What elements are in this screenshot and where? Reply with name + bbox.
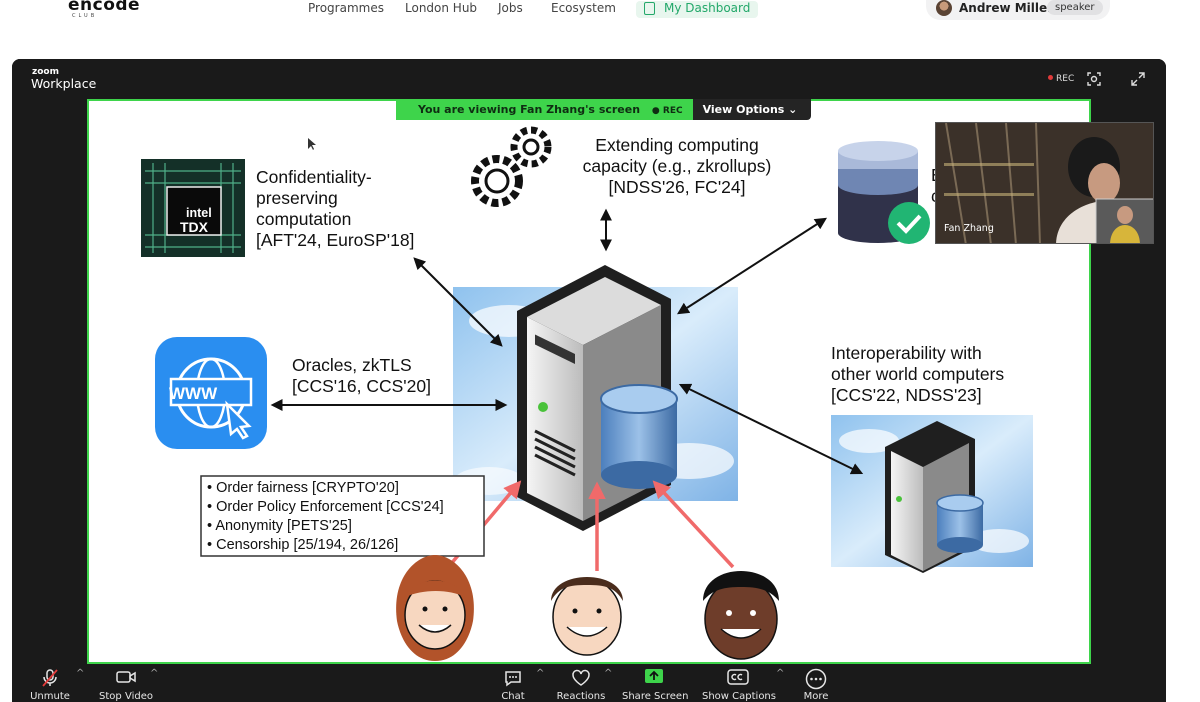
list-item: • Order Policy Enforcement [CCS'24] — [207, 499, 444, 515]
captions-caret-icon[interactable]: ^ — [776, 668, 785, 679]
viewing-label: You are viewing Fan Zhang's screen ● REC — [396, 99, 693, 120]
database-check-icon — [838, 141, 930, 244]
oracles-line-2: [CCS'16, CCS'20] — [292, 376, 431, 396]
share-screen-button[interactable]: Share Screen — [622, 664, 689, 702]
screen-share-banner: You are viewing Fan Zhang's screen ● REC… — [396, 99, 812, 120]
site-logo-sub: CLUB — [72, 13, 98, 19]
chat-button[interactable]: Chat — [496, 664, 530, 702]
interop-server-image — [831, 415, 1033, 573]
fullscreen-icon[interactable] — [1130, 71, 1146, 87]
interop-text: Interoperability with other world comput… — [831, 343, 1004, 406]
avatar — [936, 0, 952, 16]
zoom-header: zoom Workplace REC — [12, 59, 1166, 99]
confidential-text: Confidentiality- preserving computation … — [256, 167, 414, 251]
zoom-logo-bottom: Workplace — [31, 76, 97, 91]
stop-video-button[interactable]: Stop Video — [96, 664, 156, 702]
confidential-line-4: [AFT'24, EuroSP'18] — [256, 230, 415, 250]
site-logo[interactable]: encode — [68, 0, 141, 15]
confidential-line-3: computation — [256, 209, 352, 229]
extending-line-3: [NDSS'26, FC'24] — [608, 177, 746, 197]
audio-options-caret-icon[interactable]: ^ — [76, 668, 85, 679]
confidential-line-2: preserving — [256, 188, 338, 208]
interop-line-2: other world computers — [831, 364, 1005, 384]
intel-tdx-chip-icon — [141, 159, 245, 257]
extending-line-1: Extending computing — [595, 135, 759, 155]
chevron-down-icon: ⌄ — [788, 103, 798, 116]
list-item: • Anonymity [PETS'25] — [207, 518, 352, 534]
interop-line-1: Interoperability with — [831, 343, 982, 363]
user-name: Andrew Miller — [959, 1, 1054, 15]
list-item: • Order fairness [CRYPTO'20] — [207, 480, 399, 496]
tdx-label: TDX — [180, 219, 208, 235]
slide-graphics — [141, 126, 1033, 661]
mic-muted-icon — [42, 669, 58, 687]
zoom-logo-top: zoom — [32, 67, 59, 77]
share-screen-label: Share Screen — [622, 691, 689, 702]
oracles-text: Oracles, zkTLS [CCS'16, CCS'20] — [292, 355, 431, 397]
site-nav: encode CLUB Programmes London Hub Jobs E… — [0, 0, 1200, 22]
chat-icon — [505, 671, 521, 687]
unmute-button[interactable]: Unmute — [28, 664, 72, 702]
recording-indicator: REC — [1048, 74, 1074, 84]
gears-icon — [471, 126, 552, 207]
list-item: • Censorship [25/194, 26/126] — [207, 537, 399, 553]
role-badge: speaker — [1047, 0, 1103, 15]
chat-options-caret-icon[interactable]: ^ — [536, 668, 545, 679]
bullet-box — [200, 475, 485, 557]
nav-ecosystem[interactable]: Ecosystem — [551, 1, 616, 15]
bullet-list: • Order fairness [CRYPTO'20] • Order Pol… — [207, 479, 444, 555]
chat-label: Chat — [501, 691, 525, 702]
zoom-window: zoom Workplace REC — [12, 59, 1166, 702]
banner-rec: ● REC — [651, 106, 683, 116]
show-captions-label: Show Captions — [702, 691, 776, 702]
www-label: WWW — [169, 384, 218, 403]
nav-my-dashboard[interactable]: My Dashboard — [636, 1, 759, 18]
extending-text: Extending computing capacity (e.g., zkro… — [559, 135, 795, 198]
user-face-1-icon — [396, 555, 474, 661]
more-label: More — [803, 691, 829, 702]
www-globe-icon — [155, 337, 267, 449]
nav-jobs[interactable]: Jobs — [498, 1, 523, 15]
connection-arrows — [270, 208, 864, 475]
reactions-caret-icon[interactable]: ^ — [604, 668, 613, 679]
video-options-caret-icon[interactable]: ^ — [150, 668, 159, 679]
view-layout-icon[interactable] — [1086, 71, 1102, 87]
nav-my-dashboard-label: My Dashboard — [664, 1, 751, 15]
view-options-button[interactable]: View Options ⌄ — [692, 99, 812, 120]
participant-video-thumbnail[interactable]: Fan Zhang — [935, 122, 1154, 244]
captions-cc-icon — [727, 669, 749, 685]
nav-programmes[interactable]: Programmes — [308, 1, 384, 15]
user-face-2-icon — [551, 577, 623, 656]
reactions-button[interactable]: Reactions — [556, 664, 606, 702]
share-screen-icon — [645, 669, 663, 683]
extending-line-2: capacity (e.g., zkrollups) — [582, 156, 772, 176]
interop-line-3: [CCS'22, NDSS'23] — [831, 385, 982, 405]
meeting-toolbar: Unmute ^ Stop Video ^ Chat ^ Reactions ^ — [12, 664, 1166, 702]
more-button[interactable]: More — [800, 664, 832, 702]
record-dot-icon — [1048, 75, 1053, 80]
clipboard-icon — [644, 2, 655, 15]
stop-video-label: Stop Video — [99, 691, 153, 702]
heart-icon — [572, 669, 590, 686]
participant-video-frame — [936, 123, 1153, 243]
unmute-label: Unmute — [30, 691, 70, 702]
reactions-label: Reactions — [556, 691, 606, 702]
oracles-line-1: Oracles, zkTLS — [292, 355, 412, 375]
mouse-pointer-icon — [308, 138, 316, 150]
video-camera-icon — [116, 671, 136, 683]
intel-brand-text: intel — [186, 206, 212, 220]
user-chip[interactable]: Andrew Miller speaker — [926, 0, 1110, 20]
recording-label: REC — [1056, 74, 1075, 84]
viewing-text: You are viewing Fan Zhang's screen — [418, 103, 641, 116]
user-face-3-icon — [703, 571, 779, 660]
participant-name: Fan Zhang — [944, 223, 994, 234]
more-dots-icon — [805, 668, 827, 690]
nav-london-hub[interactable]: London Hub — [405, 1, 478, 15]
confidential-line-1: Confidentiality- — [256, 167, 372, 187]
show-captions-button[interactable]: Show Captions — [702, 664, 776, 702]
